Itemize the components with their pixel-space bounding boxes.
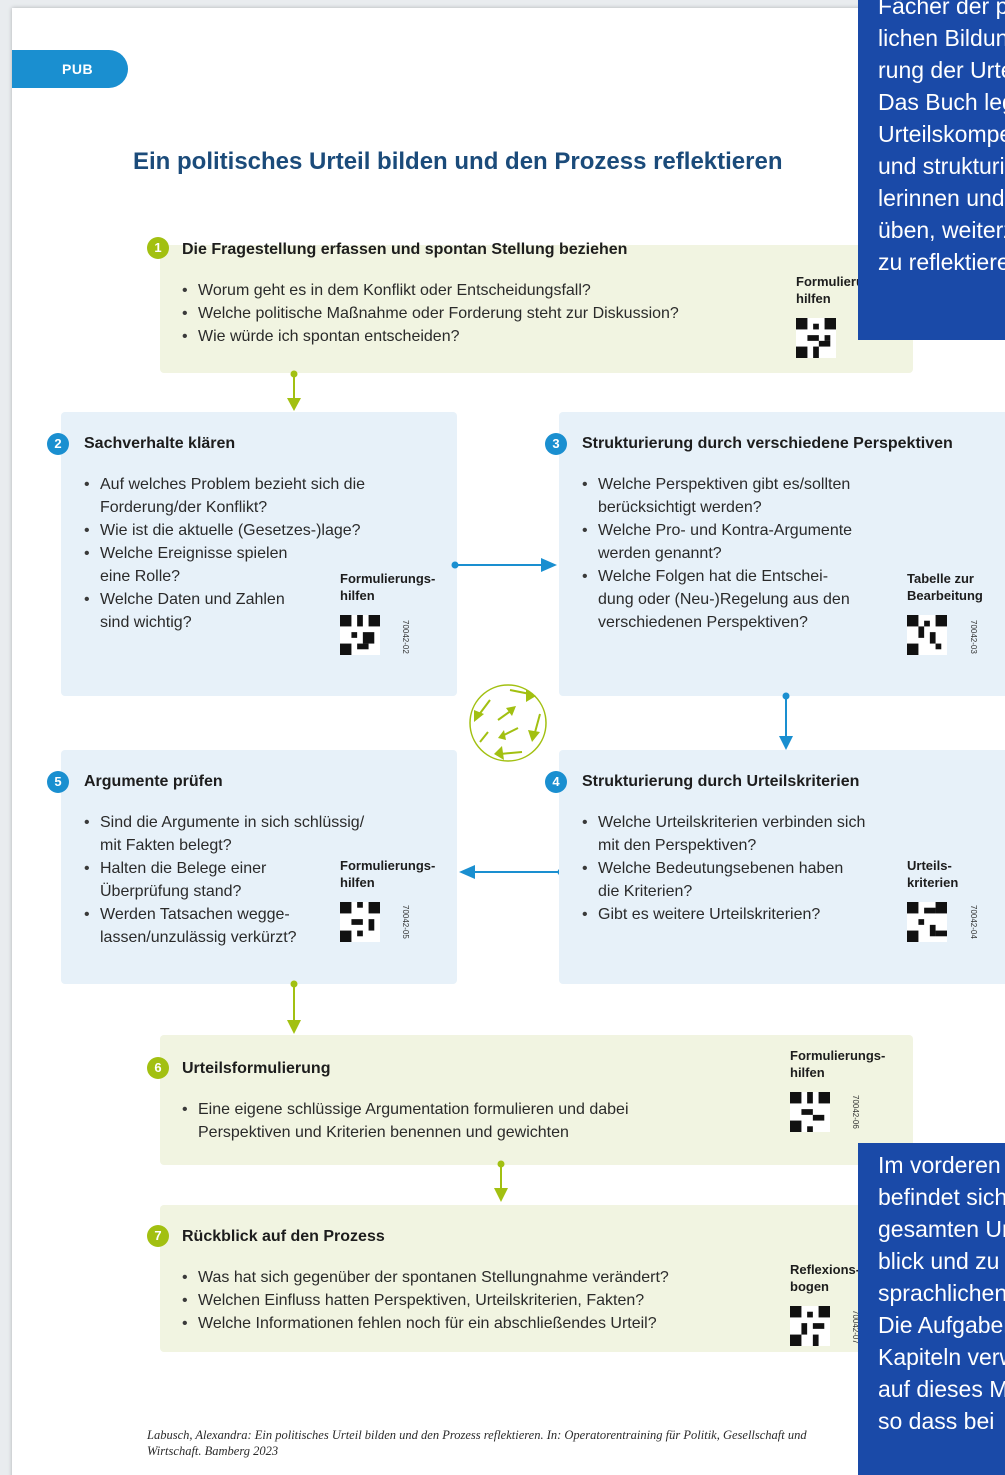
list-item: Worum geht es in dem Konflikt oder Entsc… <box>180 279 780 302</box>
step-6-list: Eine eigene schlüssige Argumentation for… <box>180 1098 780 1144</box>
step-1-heading: Die Fragestellung erfassen und spontan S… <box>182 241 628 258</box>
step-5-number: 5 <box>47 771 69 793</box>
step-7-heading: Rückblick auf den Prozess <box>182 1228 385 1245</box>
list-item: Werden Tatsachen wegge-lassen/unzulässig… <box>82 903 422 949</box>
arrow-left-icon <box>459 865 565 879</box>
qr-code-icon[interactable] <box>340 902 380 942</box>
list-item: Sind die Argumente in sich schlüssig/mit… <box>82 811 422 857</box>
list-item: Was hat sich gegenüber der spontanen Ste… <box>180 1266 780 1289</box>
list-item: Welche politische Maßnahme oder Forderun… <box>180 302 780 325</box>
arrow-right-icon <box>451 558 557 572</box>
step-2-number: 2 <box>47 433 69 455</box>
citation: Labusch, Alexandra: Ein politisches Urte… <box>147 1428 807 1458</box>
step-2-qr-label: Formulierungs-hilfen <box>340 571 436 603</box>
step-2-list: Auf welches Problem bezieht sich dieFord… <box>82 473 422 634</box>
step-1-number: 1 <box>147 237 169 259</box>
step-4-list: Welche Urteilskriterien verbinden sichmi… <box>580 811 920 926</box>
list-item: Welche Perspektiven gibt es/solltenberüc… <box>580 473 900 519</box>
step-4-qr-label: Urteils-kriterien <box>907 858 959 890</box>
list-item: Welchen Einfluss hatten Perspektiven, Ur… <box>180 1289 780 1312</box>
step-6-code: 70042-06 <box>851 1095 860 1129</box>
description-overlay-top: Fächer der politischen lichen Bildung un… <box>858 0 1005 340</box>
page-title: Ein politisches Urteil bilden und den Pr… <box>133 148 783 175</box>
list-item: Wie würde ich spontan entscheiden? <box>180 325 780 348</box>
list-item: Wie ist die aktuelle (Gesetzes-)lage? <box>82 519 422 542</box>
qr-code-icon[interactable] <box>796 318 836 358</box>
list-item: Welche Informationen fehlen noch für ein… <box>180 1312 780 1335</box>
list-item: Welche Urteilskriterien verbinden sichmi… <box>580 811 920 857</box>
step-5-qr-label: Formulierungs-hilfen <box>340 858 436 890</box>
subject-tab: PUB <box>12 50 128 88</box>
step-6-heading: Urteilsformulierung <box>182 1060 331 1077</box>
list-item: Eine eigene schlüssige Argumentation for… <box>180 1098 780 1144</box>
step-7-qr-label: Reflexions-bogen <box>790 1262 861 1294</box>
arrow-down-icon <box>779 692 793 750</box>
list-item: Gibt es weitere Urteilskriterien? <box>580 903 920 926</box>
step-4-code: 70042-04 <box>969 905 978 939</box>
cycle-arrows-icon <box>469 684 547 762</box>
arrow-down-icon <box>287 980 301 1034</box>
step-2-code: 70042-02 <box>401 620 410 654</box>
step-3-code: 70042-03 <box>969 620 978 654</box>
step-3-list: Welche Perspektiven gibt es/solltenberüc… <box>580 473 900 634</box>
step-6-number: 6 <box>147 1057 169 1079</box>
list-item: Auf welches Problem bezieht sich dieFord… <box>82 473 422 519</box>
qr-code-icon[interactable] <box>907 615 947 655</box>
step-7-number: 7 <box>147 1225 169 1247</box>
step-5-heading: Argumente prüfen <box>84 773 223 790</box>
qr-code-icon[interactable] <box>340 615 380 655</box>
arrow-down-icon <box>494 1160 508 1202</box>
step-2-heading: Sachverhalte klären <box>84 435 236 452</box>
arrow-down-icon <box>287 370 301 411</box>
step-5-list: Sind die Argumente in sich schlüssig/mit… <box>82 811 422 949</box>
description-overlay-bottom: Im vorderen Teil befindet sich ein gesam… <box>858 1143 1005 1475</box>
qr-code-icon[interactable] <box>790 1306 830 1346</box>
qr-code-icon[interactable] <box>907 902 947 942</box>
step-3-heading: Strukturierung durch verschiedene Perspe… <box>582 435 953 452</box>
step-1-list: Worum geht es in dem Konflikt oder Entsc… <box>180 279 780 348</box>
step-6-qr-label: Formulierungs-hilfen <box>790 1048 886 1080</box>
step-7-list: Was hat sich gegenüber der spontanen Ste… <box>180 1266 780 1335</box>
step-3-number: 3 <box>545 433 567 455</box>
step-5-code: 70042-05 <box>401 905 410 939</box>
qr-code-icon[interactable] <box>790 1092 830 1132</box>
step-4-heading: Strukturierung durch Urteilskriterien <box>582 773 860 790</box>
step-4-number: 4 <box>545 771 567 793</box>
list-item: Welche Folgen hat die Entschei-dung oder… <box>580 565 900 634</box>
